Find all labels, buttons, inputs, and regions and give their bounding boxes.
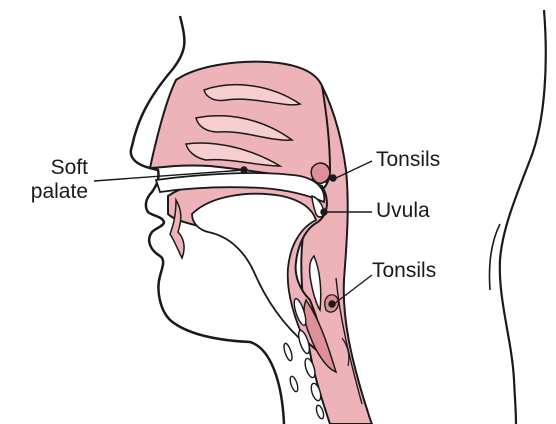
label-soft-palate-line1: Soft <box>10 156 88 180</box>
label-tonsils-upper: Tonsils <box>376 148 440 172</box>
label-soft-palate: Soft palate <box>10 156 88 204</box>
label-soft-palate-line2: palate <box>10 180 88 204</box>
dot-tonsils-lower <box>329 301 335 307</box>
tonsil-upper-shape <box>311 163 330 183</box>
back-of-neck-outline <box>500 10 546 424</box>
dot-soft-palate <box>241 167 247 173</box>
label-tonsils-lower: Tonsils <box>372 259 436 283</box>
dot-uvula <box>321 209 327 215</box>
label-uvula: Uvula <box>376 199 430 223</box>
tongue <box>192 194 316 344</box>
neck-inner-outline <box>489 224 500 290</box>
dot-tonsils-upper <box>330 175 336 181</box>
